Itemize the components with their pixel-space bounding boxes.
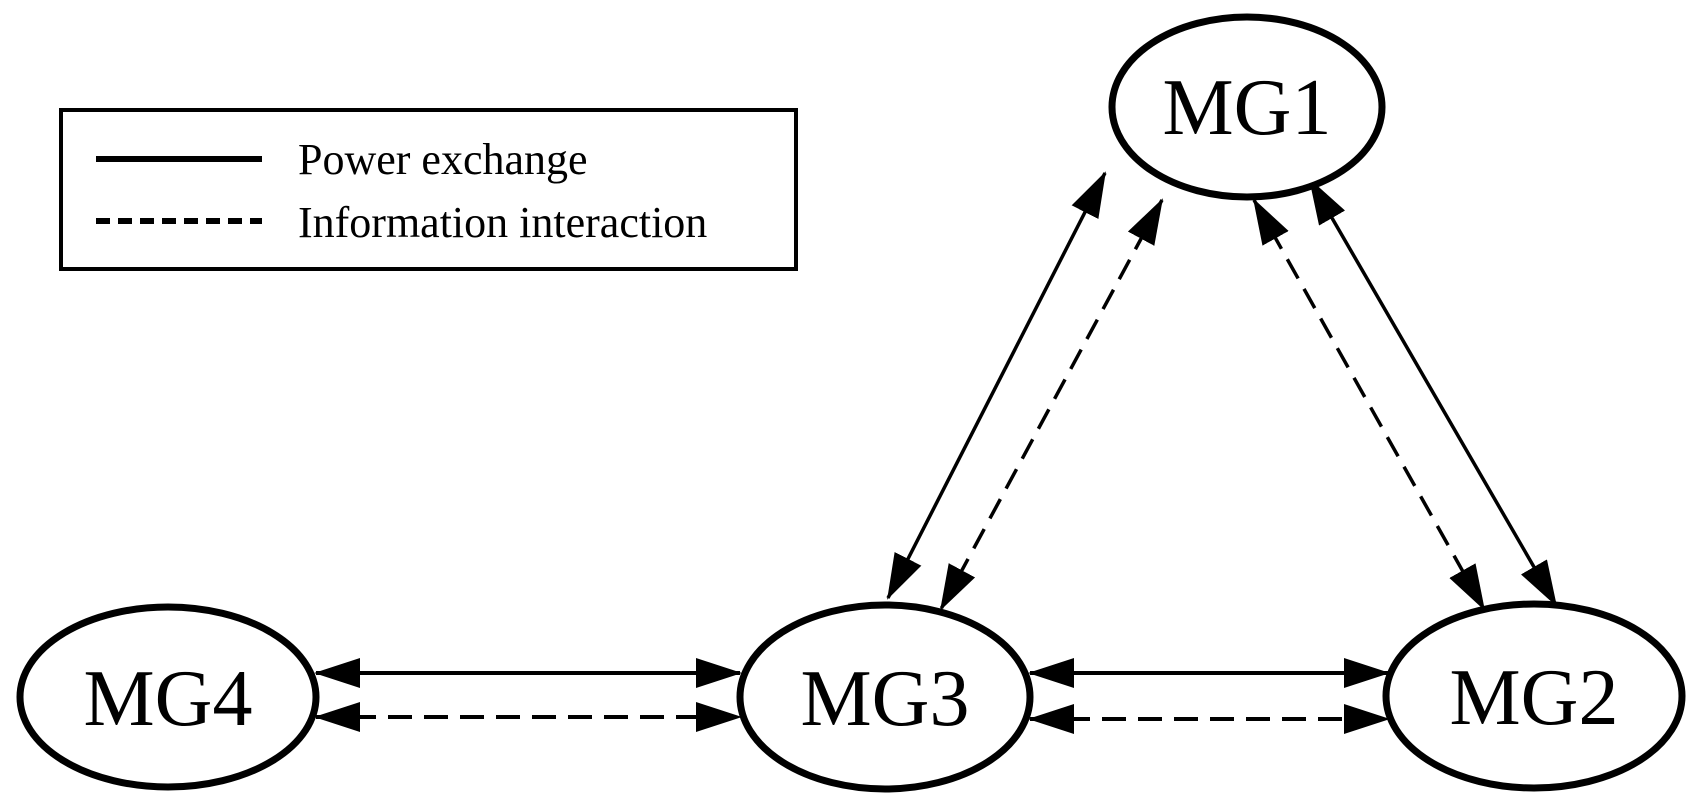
legend-box (59, 108, 798, 271)
node-mg2: MG2 (1382, 600, 1686, 792)
node-mg3-label: MG3 (801, 655, 970, 743)
node-mg4-label: MG4 (84, 655, 253, 743)
edge-mg1-mg3-information (939, 198, 1164, 611)
legend-information-label: Information interaction (298, 198, 707, 247)
edges-layer (314, 171, 1558, 734)
node-mg4-ellipse (16, 603, 320, 791)
legend: Power exchange Information interaction (59, 108, 798, 271)
edge-mg1-mg3-power (886, 171, 1107, 600)
node-mg1-ellipse (1108, 13, 1386, 201)
edge-mg1-mg2-power (1308, 178, 1558, 607)
node-mg1-label: MG1 (1163, 64, 1332, 152)
legend-power-label: Power exchange (298, 135, 588, 184)
node-mg2-ellipse (1382, 600, 1686, 792)
edge-mg1-mg2-information (1252, 198, 1486, 611)
node-mg2-label: MG2 (1450, 654, 1619, 742)
node-mg1: MG1 (1108, 13, 1386, 201)
node-mg3: MG3 (736, 601, 1034, 793)
node-mg4: MG4 (16, 603, 320, 791)
node-mg3-ellipse (736, 601, 1034, 793)
